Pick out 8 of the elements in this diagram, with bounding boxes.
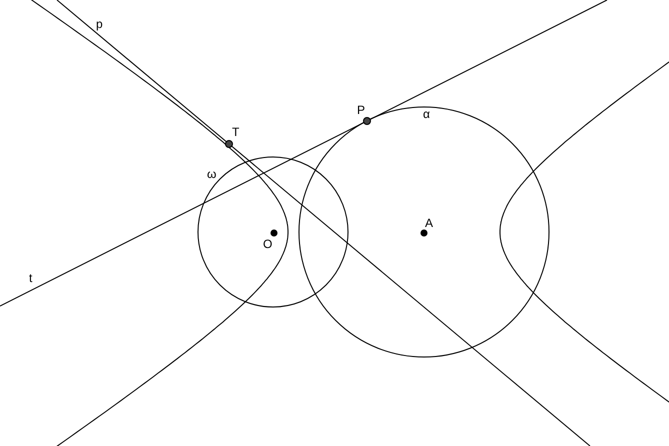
circle-label: ω: [207, 168, 216, 181]
line-label: p: [96, 18, 103, 31]
circle-label: α: [423, 108, 430, 121]
point-label: P: [357, 104, 366, 117]
line-label: t: [29, 272, 32, 285]
point-label: A: [425, 217, 434, 230]
point-label: T: [232, 126, 240, 139]
point-label: O: [263, 238, 272, 251]
